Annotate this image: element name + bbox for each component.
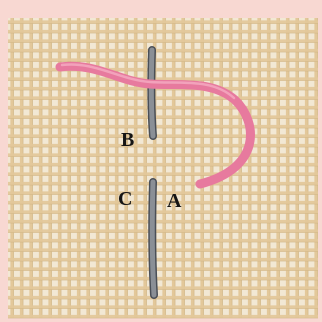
label-a: A (167, 190, 182, 212)
label-b: B (121, 129, 134, 151)
stitch-upper (151, 50, 153, 136)
stitch-lower (152, 182, 154, 295)
label-c: C (118, 188, 132, 210)
